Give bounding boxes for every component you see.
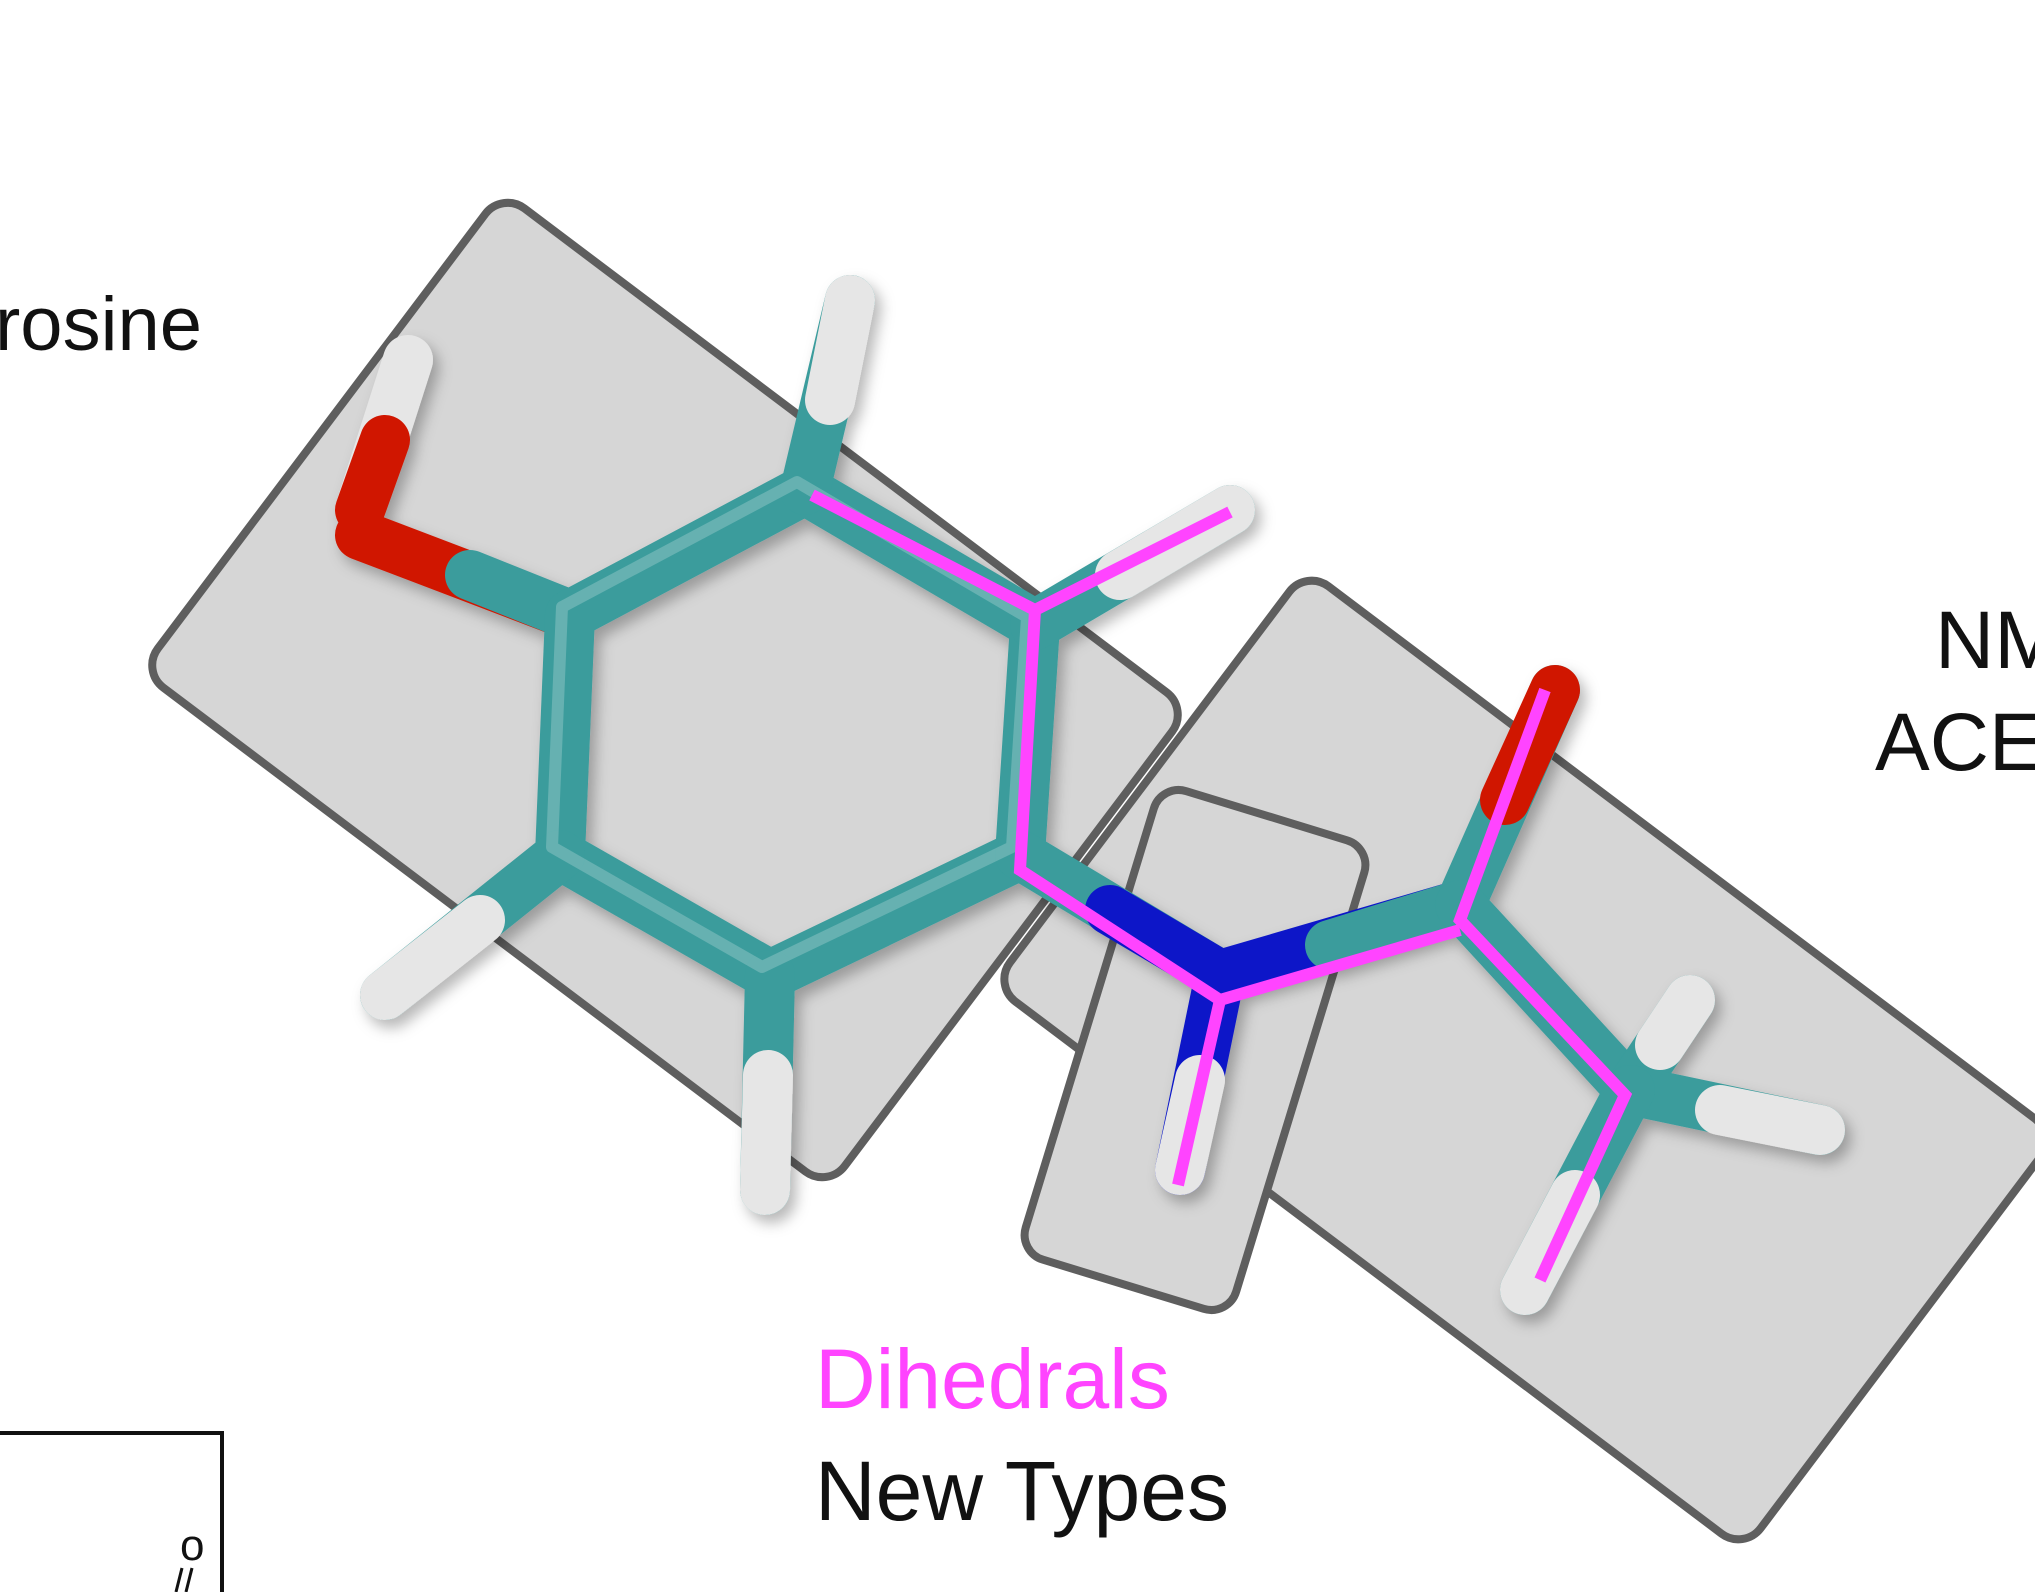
nma-label-line1: NM (1935, 595, 2035, 686)
dihedral-path-4 (1453, 687, 1633, 1283)
dihedral-path-2 (1013, 609, 1462, 1007)
dihedral-path-3 (1172, 998, 1226, 1187)
tyrosine-label: rosine (0, 282, 202, 367)
legend-new-types: New Types (815, 1444, 1229, 1538)
bond-c-methyl (1435, 880, 1655, 1115)
ace-label-line2: ACE (1875, 697, 2035, 788)
corner-inset-glyph: o (180, 1521, 204, 1570)
stick-highlights (546, 476, 1033, 973)
corner-inset-box: o (0, 1431, 224, 1592)
dihedral-lines (809, 489, 1633, 1283)
legend-dihedrals: Dihedrals (815, 1332, 1170, 1426)
